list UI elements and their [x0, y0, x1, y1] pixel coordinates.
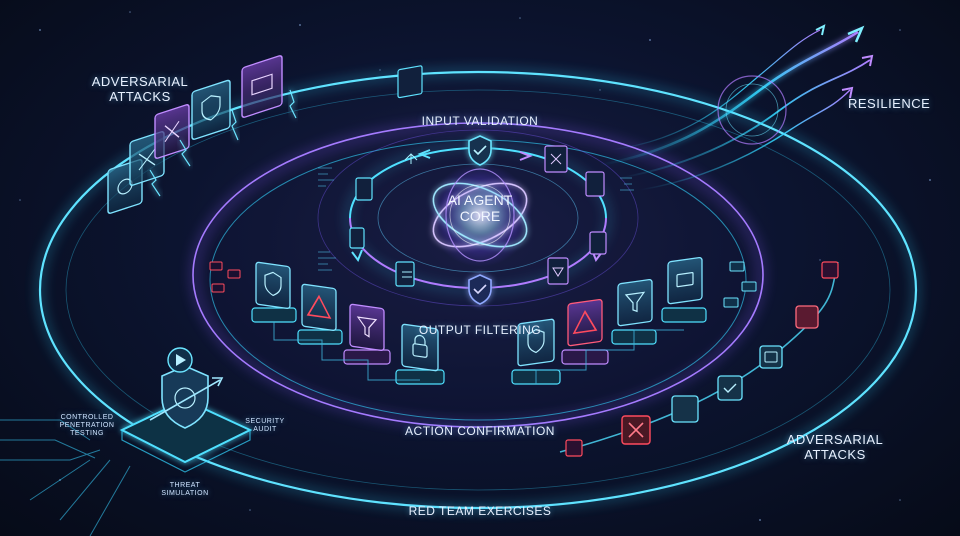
audit-line-2: AUDIT	[253, 426, 277, 433]
outer-ring	[37, 69, 919, 511]
red-team-exercises-label: RED TEAM EXERCISES	[408, 504, 552, 518]
adversarial-attacks-label-left: ADVERSARIAL ATTACKS	[80, 74, 200, 104]
shield-icon	[255, 261, 291, 310]
action-confirmation-label: ACTION CONFIRMATION	[405, 424, 555, 438]
adversarial-line-1: ADVERSARIAL	[91, 74, 189, 89]
threat-simulation-label: THREAT SIMULATION	[150, 482, 220, 498]
shield-icon	[517, 318, 555, 367]
warning-icon	[301, 283, 337, 332]
core-line-2: CORE	[459, 208, 501, 224]
threat-line-1: THREAT	[169, 482, 201, 489]
core-line-1: AI AGENT	[447, 192, 513, 208]
funnel-icon	[349, 303, 385, 352]
threat-line-2: SIMULATION	[161, 490, 209, 497]
funnel-icon	[617, 278, 653, 327]
network-icon	[397, 65, 423, 99]
shield-icon	[468, 274, 492, 305]
attacks-line-2: ATTACKS	[804, 447, 866, 462]
resilience-label: RESILIENCE	[848, 96, 931, 111]
lock-icon	[401, 323, 439, 372]
code-snippets	[318, 167, 634, 271]
red-team-platform	[0, 347, 253, 536]
output-filtering-label: OUTPUT FILTERING	[418, 323, 542, 337]
arrow-icon	[847, 25, 865, 43]
warning-icon	[567, 298, 603, 347]
shield-icon	[191, 79, 231, 140]
adversarial-line-1: ADVERSARIAL	[786, 432, 884, 447]
middle-ring	[190, 120, 766, 430]
attack-cube-chain	[559, 261, 839, 457]
ai-core-orb	[428, 163, 532, 267]
inner-nodes	[349, 65, 607, 287]
input-validation-label: INPUT VALIDATION	[421, 114, 539, 128]
resilience-stream	[599, 24, 874, 191]
ai-agent-core-label: AI AGENT CORE	[420, 192, 540, 224]
controlled-line-2: PENETRATION	[59, 422, 115, 429]
controlled-line-1: CONTROLLED	[60, 414, 114, 421]
shield-icon	[468, 135, 492, 166]
controlled-line-3: TESTING	[70, 430, 104, 437]
adversarial-cards-left	[107, 55, 297, 214]
output-filter-cards	[209, 256, 757, 385]
controlled-testing-label: CONTROLLED PENETRATION TESTING	[54, 414, 120, 438]
audit-line-1: SECURITY	[245, 418, 285, 425]
cross-icon	[621, 415, 651, 445]
adversarial-attacks-label-right: ADVERSARIAL ATTACKS	[780, 432, 890, 462]
inner-node-glyphs	[402, 153, 564, 278]
security-audit-label: SECURITY AUDIT	[240, 418, 290, 434]
attacks-line-2: ATTACKS	[109, 89, 171, 104]
